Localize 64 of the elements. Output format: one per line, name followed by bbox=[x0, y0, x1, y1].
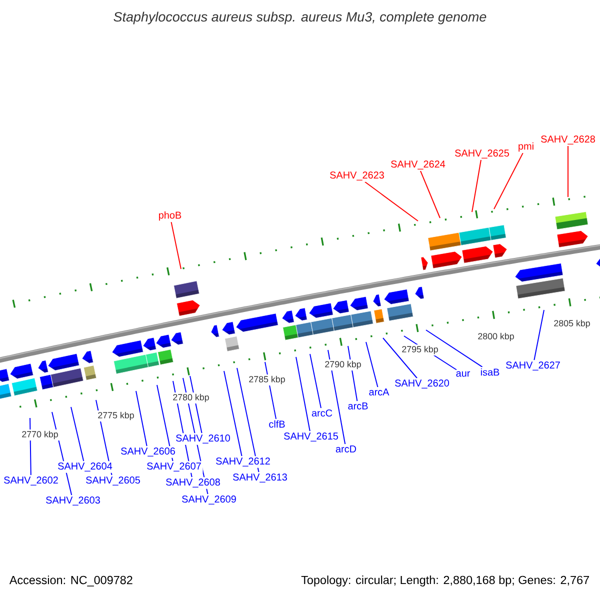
leader-line bbox=[364, 181, 418, 222]
leader-line bbox=[172, 380, 192, 478]
leader-line bbox=[472, 159, 482, 212]
leader-line bbox=[156, 384, 174, 462]
gene-label: arcD bbox=[336, 446, 356, 452]
scale-label: 2805 kbp bbox=[554, 320, 590, 328]
leader-line bbox=[70, 406, 84, 462]
gene-label: SAHV_2608 bbox=[166, 478, 220, 488]
leader-line bbox=[534, 310, 544, 361]
leader-line bbox=[310, 354, 322, 409]
leader-line bbox=[136, 390, 148, 447]
leader-line bbox=[348, 346, 358, 402]
gene-label: SAHV_2620 bbox=[395, 380, 449, 388]
gene-label: phoB bbox=[159, 211, 182, 221]
gene-label: clfB bbox=[269, 420, 285, 428]
scale-label: 2780 kbp bbox=[173, 394, 209, 402]
scale-label: 2790 kbp bbox=[325, 360, 361, 370]
gene-label: SAHV_2604 bbox=[58, 462, 112, 472]
gene-label: SAHV_2606 bbox=[121, 448, 175, 456]
leader-line bbox=[296, 356, 310, 432]
scale-label: 2795 kbp bbox=[402, 346, 438, 354]
gene-label: SAHV_2609 bbox=[182, 496, 236, 504]
gene-label: SAHV_2627 bbox=[506, 362, 560, 370]
gene-label: SAHV_2607 bbox=[147, 462, 201, 472]
footer-text: Topology: circular; Length: 2,880,168 bp; Genes: 2,767 bbox=[301, 576, 589, 586]
gene-label: arcC bbox=[312, 409, 332, 417]
scale-label: 2800 kbp bbox=[478, 332, 514, 342]
leader-line bbox=[30, 418, 32, 476]
leader-line bbox=[494, 152, 524, 210]
leader-line bbox=[404, 336, 458, 370]
gene-label: pmi bbox=[518, 142, 534, 152]
gene-label: SAHV_2625 bbox=[455, 150, 509, 158]
leader-line bbox=[52, 412, 72, 496]
leader-line bbox=[182, 378, 208, 495]
gene-label: arcA bbox=[369, 388, 390, 396]
scale-label: 2785 kbp bbox=[249, 376, 285, 384]
leader-line bbox=[170, 222, 182, 270]
gene-label: isaB bbox=[480, 368, 500, 376]
scale-label: 2770 kbp bbox=[22, 430, 58, 440]
gene-label: SAHV_2610 bbox=[176, 434, 230, 444]
gene-label: arcB bbox=[348, 402, 368, 410]
gene-label: SAHV_2602 bbox=[4, 476, 58, 486]
gene-label: SAHV_2612 bbox=[216, 458, 270, 466]
scale-label: 2775 kbp bbox=[98, 412, 134, 420]
leader-line bbox=[420, 170, 440, 218]
gene-label: SAHV_2613 bbox=[233, 474, 287, 482]
gene-label: SAHV_2623 bbox=[330, 172, 384, 180]
gene-label: aur bbox=[456, 371, 470, 377]
footer-text: Accession: NC_009782 bbox=[9, 576, 132, 586]
gene-label: SAHV_2624 bbox=[391, 160, 446, 170]
leader-line bbox=[224, 370, 242, 457]
leader-line bbox=[96, 400, 112, 476]
title: Staphylococcus aureus subsp. aureus Mu3, complete genome bbox=[114, 12, 486, 24]
leader-line bbox=[264, 362, 277, 420]
gene-label: SAHV_2615 bbox=[284, 432, 338, 442]
gene-label: SAHV_2605 bbox=[86, 476, 140, 486]
leader-line bbox=[190, 376, 202, 434]
leader-line bbox=[236, 368, 260, 473]
leader-line bbox=[382, 338, 418, 379]
leader-line bbox=[328, 350, 346, 445]
gene-label: SAHV_2603 bbox=[46, 496, 100, 506]
leader-line bbox=[366, 342, 378, 388]
gene-label: SAHV_2628 bbox=[541, 136, 595, 144]
leader-line bbox=[426, 330, 483, 368]
